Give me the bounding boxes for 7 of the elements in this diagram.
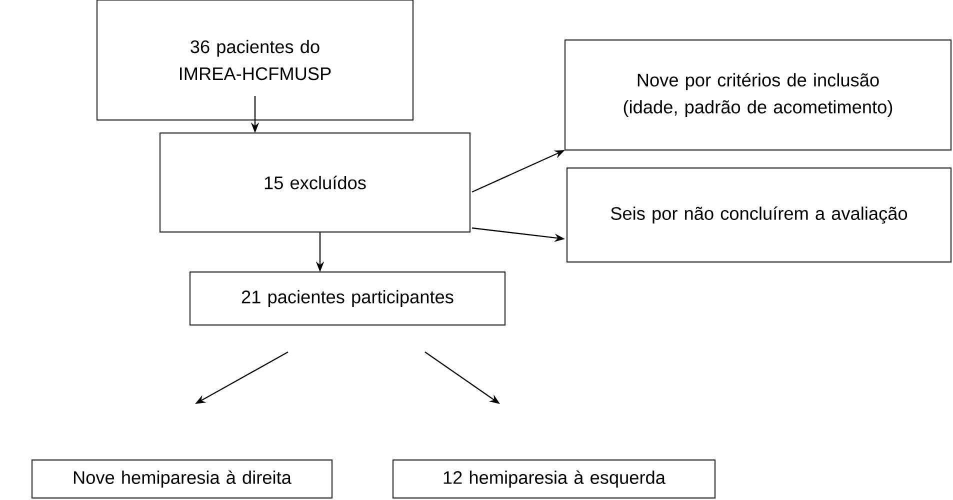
process-box: 12 hemiparesia à esquerda	[392, 460, 716, 498]
process-box: Nove por critérios de inclusão (idade, padrão de acometimento)	[564, 40, 952, 150]
process-box: 15 excluídos	[160, 132, 470, 232]
process-box: 21 pacientes participantes	[190, 272, 506, 326]
process-box: 36 pacientes do IMREA-HCFMUSP	[96, 0, 414, 120]
process-box: Seis por não concluírem a avaliação	[566, 168, 952, 262]
process-box: Nove hemiparesia à direita	[32, 460, 332, 498]
